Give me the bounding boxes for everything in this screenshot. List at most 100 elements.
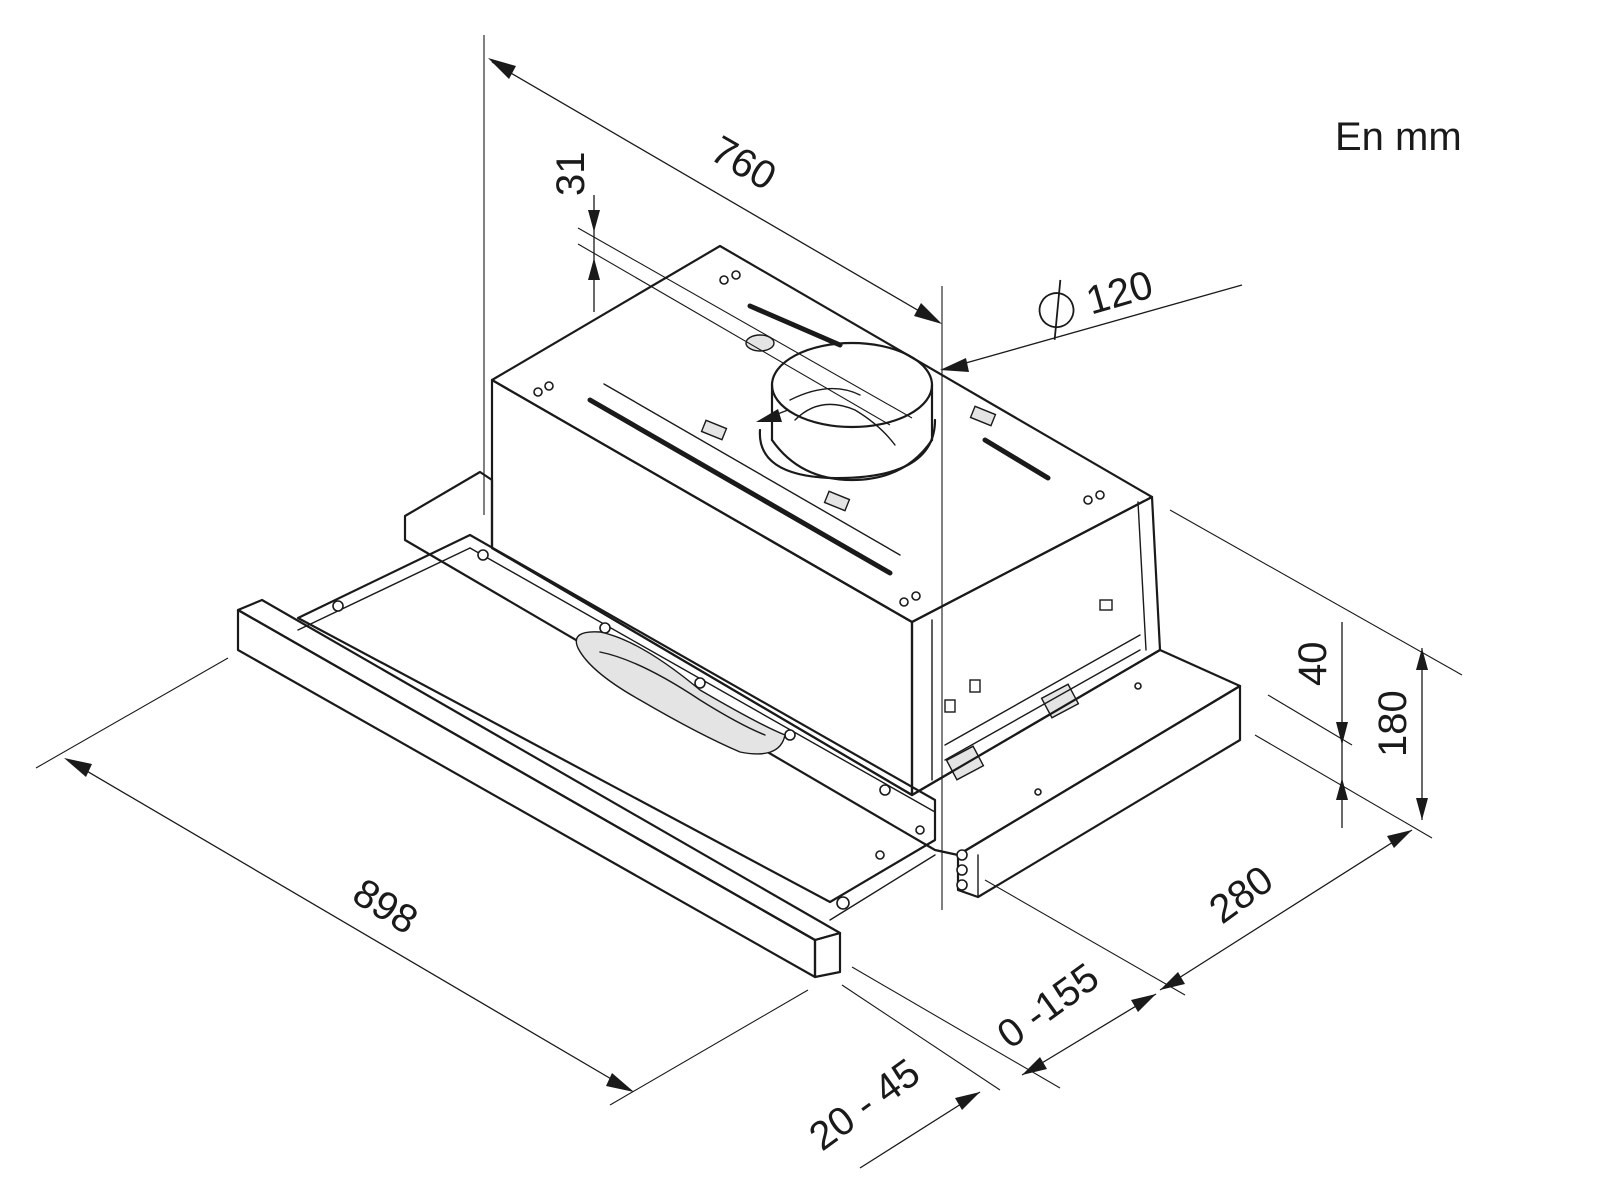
- mount-hole: [1134, 682, 1142, 690]
- collar-bottom: [770, 438, 934, 482]
- extension-line: [577, 243, 891, 426]
- collar-base: [758, 418, 937, 480]
- mount-hole: [544, 381, 554, 391]
- dim-text-20-45: 20 - 45: [801, 1050, 928, 1159]
- mount-hole: [533, 387, 543, 397]
- dim-arrow: [606, 1073, 634, 1092]
- dim-arrow: [955, 1092, 980, 1110]
- extension-line: [577, 227, 913, 419]
- clip: [969, 405, 997, 427]
- dim-arrow: [1160, 972, 1185, 990]
- drawer-screw: [784, 729, 796, 741]
- side-rail: [944, 649, 1141, 761]
- dim-arrow: [488, 58, 516, 79]
- side-slot: [969, 679, 981, 693]
- dim-arrow: [588, 258, 600, 280]
- drawer-screw: [915, 825, 925, 835]
- dim-text-40: 40: [1291, 642, 1335, 687]
- drawer-screw: [836, 896, 850, 910]
- top-fold-line: [603, 383, 901, 556]
- dim-text-898: 898: [345, 870, 425, 943]
- dim-text-31: 31: [549, 152, 593, 197]
- hood-body: [236, 244, 1242, 979]
- side-rail: [944, 634, 1141, 746]
- visor-top: [236, 598, 842, 942]
- visor-end: [813, 931, 842, 979]
- dim-arrow: [940, 358, 969, 372]
- mount-hole: [1095, 490, 1105, 500]
- extension-line: [609, 989, 809, 1106]
- dim-text-760: 760: [704, 128, 784, 199]
- dim-arrow: [1416, 798, 1428, 820]
- mount-hole: [911, 591, 921, 601]
- dim-text-120: 120: [1081, 263, 1157, 324]
- drawer-screw: [477, 549, 489, 561]
- mount-hole: [731, 270, 741, 280]
- drawer-screw: [875, 850, 885, 860]
- drawer-screw: [332, 600, 344, 612]
- top-slot: [747, 303, 843, 348]
- top-slot: [982, 437, 1051, 481]
- mount-hole: [1083, 495, 1093, 505]
- drawer-rail: [297, 547, 471, 631]
- drawer-screw: [879, 784, 891, 796]
- control-knob: [956, 864, 968, 876]
- dim-arrow: [588, 210, 600, 232]
- dim-arrow: [1022, 1057, 1047, 1075]
- dimension-labels: En mm 760 31 120 40 180 280 0 -155 20 - …: [345, 115, 1461, 1159]
- collar-flap: [789, 387, 861, 401]
- top-slot: [587, 397, 893, 576]
- extension-line: [1169, 509, 1463, 676]
- side-slot: [944, 699, 956, 713]
- side-bracket: [1040, 683, 1080, 719]
- dim-arrow: [1336, 778, 1348, 800]
- drawer-screw: [599, 622, 611, 634]
- chassis-front: [956, 684, 1242, 899]
- mount-hole: [719, 275, 729, 285]
- duct-collar: [758, 341, 937, 482]
- drawer-screw: [694, 677, 706, 689]
- dim-text-180: 180: [1371, 690, 1415, 757]
- dim-line-0-155: [1021, 993, 1157, 1076]
- leader-line-120: [947, 284, 1243, 369]
- side-slot: [1099, 599, 1113, 611]
- extension-line: [851, 966, 1061, 1089]
- control-knob: [956, 879, 968, 891]
- clip: [823, 490, 851, 512]
- dimension-lines: [35, 35, 1463, 1169]
- visor-front: [236, 608, 817, 979]
- dim-line-280: [1159, 829, 1413, 991]
- control-knob: [956, 849, 968, 861]
- dim-arrow: [914, 303, 942, 324]
- dim-arrow: [1416, 648, 1428, 670]
- extension-line: [35, 657, 229, 769]
- dim-arrow: [756, 409, 782, 422]
- dim-text-0-155: 0 -155: [989, 955, 1107, 1057]
- dim-arrow: [64, 758, 92, 777]
- dim-arrow: [1131, 994, 1156, 1012]
- extension-line: [1267, 694, 1353, 746]
- dim-diameter-group: 120: [1038, 263, 1158, 340]
- extension-line: [841, 984, 1001, 1091]
- mount-hole: [1034, 788, 1042, 796]
- socket: [745, 334, 775, 352]
- dim-line-898: [67, 759, 631, 1091]
- collar-flap: [794, 403, 896, 446]
- box-edge-line: [1137, 501, 1147, 651]
- sliding-drawer: [296, 533, 937, 921]
- drawer-handle-recess: [575, 631, 786, 755]
- drawer-rail: [829, 854, 936, 921]
- handle-inner-line: [599, 651, 766, 736]
- collar-rim: [770, 341, 934, 429]
- dim-arrow: [1336, 722, 1348, 745]
- dim-line-760: [491, 61, 939, 323]
- extension-line: [984, 879, 1186, 996]
- diameter-icon: [1038, 292, 1075, 329]
- diameter-icon-slash: [1053, 279, 1062, 340]
- unit-label: En mm: [1335, 115, 1462, 159]
- drawer-tray: [296, 533, 937, 904]
- clip: [700, 419, 728, 441]
- front-visor: [236, 598, 842, 979]
